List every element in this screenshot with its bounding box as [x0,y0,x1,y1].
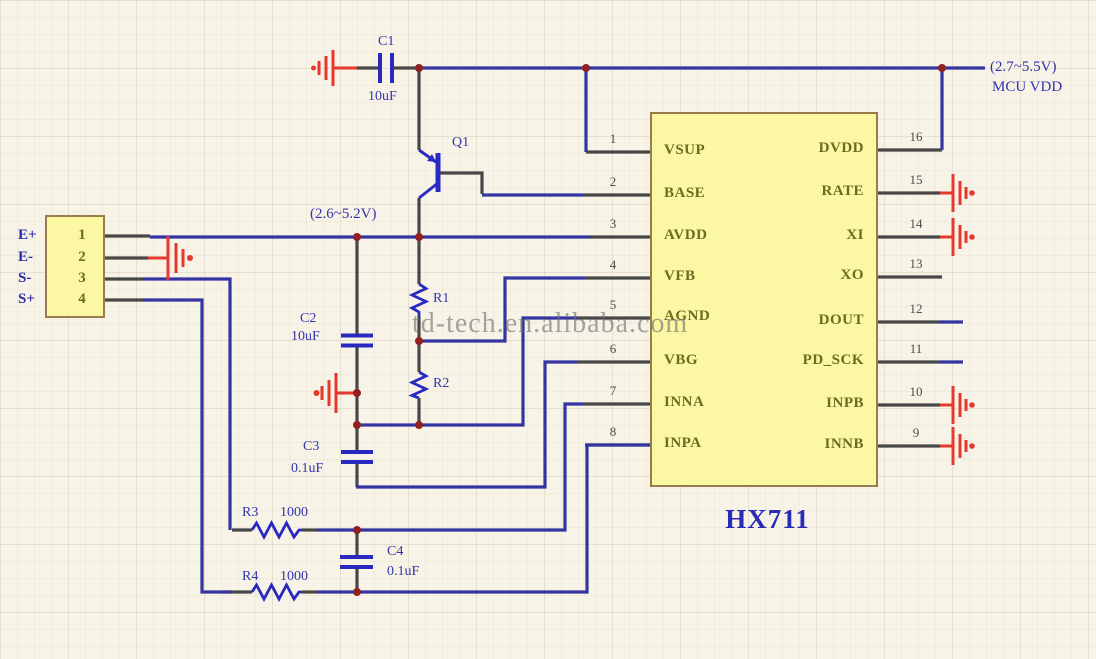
ic-pin-number: 5 [609,297,617,312]
r2-ref-label: R2 [433,376,450,391]
capacitor-c3 [341,450,373,464]
mcu-voltage-range-label: (2.7~5.5V) [990,59,1057,75]
ic-pin-name-pdsck: PD_SCK [802,352,864,368]
connector-signal-label: E- [18,249,33,265]
c1-value-label: 10uF [368,89,397,104]
ic-pin-name-dvdd: DVDD [818,140,864,156]
ic-pin-number: 12 [909,301,923,316]
ic-pin-name-vsup: VSUP [664,142,706,158]
c1-ref-label: C1 [378,34,395,49]
ground-icon [166,236,193,280]
ic-pin-name-dout: DOUT [818,312,864,328]
transistor-q1 [418,148,441,200]
capacitor-c2 [341,333,373,348]
ic-pin-number: 6 [609,341,617,356]
ic-pin-name-xo: XO [840,267,864,283]
ic-pin-number: 2 [609,174,617,189]
ic-pin-number: 10 [909,384,923,399]
ic-pin-number: 3 [609,216,617,231]
ground-icon [951,218,975,256]
ic-pin-name-xi: XI [846,227,864,243]
resistor-r2 [408,370,430,400]
ground-icon [951,427,975,465]
r1-ref-label: R1 [433,291,450,306]
ic-pin-number: 7 [609,383,617,398]
connector-signal-label: S- [18,270,32,286]
r4-ref-label: R4 [242,569,259,584]
connector-pin-number: 2 [78,249,86,265]
ic-pin-number: 15 [909,172,923,187]
ic-pin-name-innb: INNB [824,436,864,452]
load-cell-connector-body [45,215,105,318]
ic-pin-number: 14 [909,216,923,231]
connector-pin-number: 4 [78,291,86,307]
c4-ref-label: C4 [387,544,404,559]
ic-pin-number: 9 [912,425,920,440]
connector-pin-number: 1 [78,227,86,243]
r4-value-label: 1000 [280,569,308,584]
ic-pin-number: 16 [909,129,923,144]
r3-ref-label: R3 [242,505,259,520]
resistor-r4 [250,582,302,602]
c2-value-label: 10uF [291,329,320,344]
ground-icon [313,373,338,413]
r3-value-label: 1000 [280,505,308,520]
q1-ref-label: Q1 [452,135,470,150]
mcu-vdd-label: MCU VDD [992,79,1063,95]
ic-pin-name-rate: RATE [821,183,864,199]
ground-icon [951,174,975,212]
resistor-r3 [250,520,302,540]
ic-pin-name-base: BASE [664,185,706,201]
connector-signal-label: E+ [18,227,37,243]
c4-value-label: 0.1uF [387,564,420,579]
ic-pin-number: 8 [609,424,617,439]
c2-ref-label: C2 [300,311,317,326]
c3-value-label: 0.1uF [291,461,324,476]
avdd-voltage-label: (2.6~5.2V) [310,206,377,222]
ground-icon [311,50,335,86]
ic-pin-name-avdd: AVDD [664,227,708,243]
ic-pin-number: 13 [909,256,923,271]
ic-pin-name-inpa: INPA [664,435,702,451]
ic-pin-name-vbg: VBG [664,352,699,368]
ic-pin-name-inna: INNA [664,394,705,410]
c3-ref-label: C3 [303,439,320,454]
ic-pin-name-vfb: VFB [664,268,696,284]
capacitor-c1 [378,53,394,83]
connector-pin-number: 3 [78,270,86,286]
ic-pin-number: 11 [909,341,923,356]
ground-icon [951,386,975,424]
ic-pin-name-inpb: INPB [826,395,864,411]
ic-pin-number: 4 [609,257,617,272]
hx711-ic-body [650,112,878,487]
watermark-text: td-tech.en.alibaba.com [412,308,689,339]
ic-pin-name-agnd: AGND [664,308,711,324]
ic-title: HX711 [725,504,810,534]
connector-signal-label: S+ [18,291,35,307]
ic-pin-number: 1 [609,131,617,146]
capacitor-c4 [340,555,373,569]
